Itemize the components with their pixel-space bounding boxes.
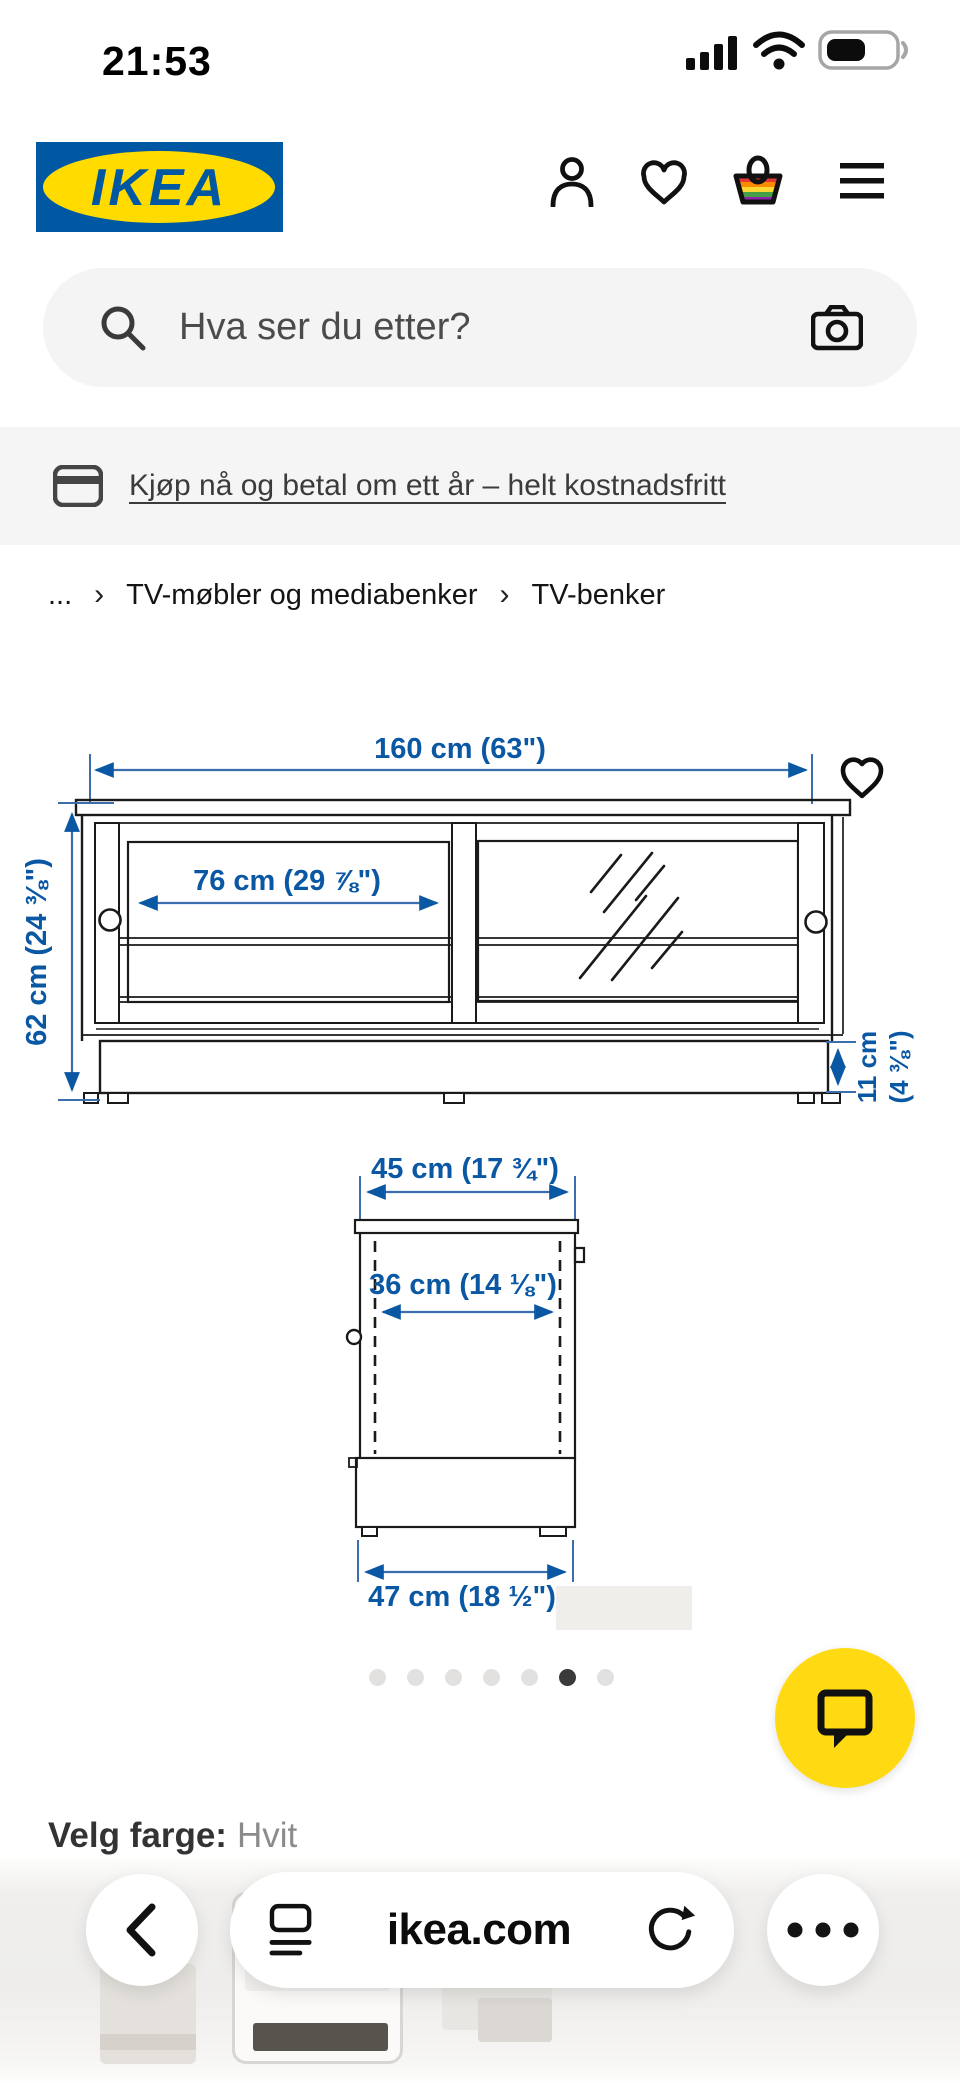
color-selector-value: Hvit: [236, 1816, 298, 1855]
side-top-depth-label: 45 cm (17 ¾"): [371, 1153, 559, 1185]
credit-card-icon: [53, 465, 103, 507]
front-view-drawing: [74, 798, 852, 1104]
front-inner-width-label: 76 cm (29 ⅞"): [193, 865, 381, 897]
side-view-drawing: [345, 1218, 586, 1537]
left-door-knob: [98, 908, 122, 932]
search-placeholder: Hva ser du etter?: [179, 306, 471, 348]
speech-bubble-icon: [817, 1689, 873, 1748]
promo-link[interactable]: Kjøp nå og betal om ett år – helt kostna…: [129, 469, 726, 502]
shopping-bag-icon: [733, 155, 783, 205]
chat-button[interactable]: [775, 1648, 915, 1788]
browser-more-button[interactable]: [767, 1874, 879, 1986]
adjacent-slide-ghost: [556, 1586, 692, 1630]
front-width-label: 160 cm (63"): [374, 733, 546, 765]
camera-icon[interactable]: [811, 304, 863, 351]
side-top-depth-dimension: [359, 1176, 576, 1220]
reader-icon[interactable]: [268, 1901, 314, 1959]
carousel-dot-active[interactable]: [559, 1669, 576, 1686]
glass-hatch-marks: [578, 851, 684, 982]
side-inner-depth-label: 36 cm (14 ⅛"): [369, 1269, 557, 1301]
menu-button[interactable]: [840, 163, 886, 201]
plinth-height-dimension: 11 cm (4 ⅜"): [826, 1030, 914, 1104]
browser-toolbar: ikea.com: [0, 1858, 960, 2081]
breadcrumb-item-tv-furniture[interactable]: TV-møbler og mediabenker: [126, 578, 478, 611]
front-width-dimension: [89, 754, 813, 804]
browser-address-bar[interactable]: ikea.com: [230, 1872, 734, 1988]
right-door-knob: [804, 910, 828, 934]
front-height-dimension: 62 cm (24 ⅜"): [21, 802, 114, 1101]
carousel-dot[interactable]: [407, 1669, 424, 1686]
carousel-dot[interactable]: [521, 1669, 538, 1686]
front-height-label: 62 cm (24 ⅜"): [21, 858, 53, 1046]
carousel-dot[interactable]: [445, 1669, 462, 1686]
signal-icon: [686, 36, 737, 70]
color-selector-label: Velg farge:: [48, 1816, 227, 1855]
side-knob: [345, 1328, 363, 1346]
plinth-height-label-line2: (4 ⅜"): [884, 1030, 914, 1103]
ikea-logo[interactable]: IKEA ®: [36, 142, 283, 232]
search-bar[interactable]: Hva ser du etter?: [43, 268, 917, 387]
status-time: 21:53: [102, 38, 212, 84]
search-icon: [101, 306, 146, 350]
variant-thumbnail-ghost: [100, 1964, 196, 2064]
carousel-dot[interactable]: [597, 1669, 614, 1686]
heart-icon: [641, 160, 687, 205]
cart-button[interactable]: [732, 154, 784, 208]
side-base-depth-dimension: [357, 1540, 574, 1582]
side-base-depth-label: 47 cm (18 ½"): [368, 1581, 556, 1613]
wishlist-heart-icon[interactable]: [840, 757, 884, 799]
breadcrumb: ... › TV-møbler og mediabenker › TV-benk…: [48, 578, 665, 612]
person-icon: [550, 157, 594, 207]
breadcrumb-item-tv-benches[interactable]: TV-benker: [531, 578, 666, 611]
variant-thumbnail-ghost: [478, 1998, 552, 2042]
chevron-left-icon: [126, 1903, 156, 1957]
color-selector[interactable]: Velg farge:Hvit: [48, 1816, 297, 1856]
plinth-height-label-line1: 11 cm: [852, 1031, 882, 1103]
ikea-logo-text: IKEA: [91, 159, 227, 217]
profile-button[interactable]: [549, 157, 595, 207]
carousel-dot[interactable]: [369, 1669, 386, 1686]
reload-icon[interactable]: [644, 1902, 696, 1958]
battery-icon: [818, 30, 908, 70]
breadcrumb-collapsed[interactable]: ...: [48, 578, 73, 611]
wishlist-button[interactable]: [640, 160, 688, 206]
browser-url[interactable]: ikea.com: [386, 1905, 572, 1954]
carousel-dot[interactable]: [483, 1669, 500, 1686]
product-dimension-diagram: 160 cm (63"): [21, 733, 914, 1630]
browser-back-button[interactable]: [86, 1874, 198, 1986]
registered-mark: ®: [264, 155, 276, 172]
promo-banner[interactable]: Kjøp nå og betal om ett år – helt kostna…: [0, 427, 960, 545]
carousel-dots: [369, 1669, 614, 1686]
wifi-icon: [753, 31, 805, 70]
chevron-right-icon: ›: [499, 578, 510, 611]
ellipsis-icon: [787, 1922, 859, 1938]
hamburger-icon: [840, 163, 884, 199]
chevron-right-icon: ›: [94, 578, 105, 611]
